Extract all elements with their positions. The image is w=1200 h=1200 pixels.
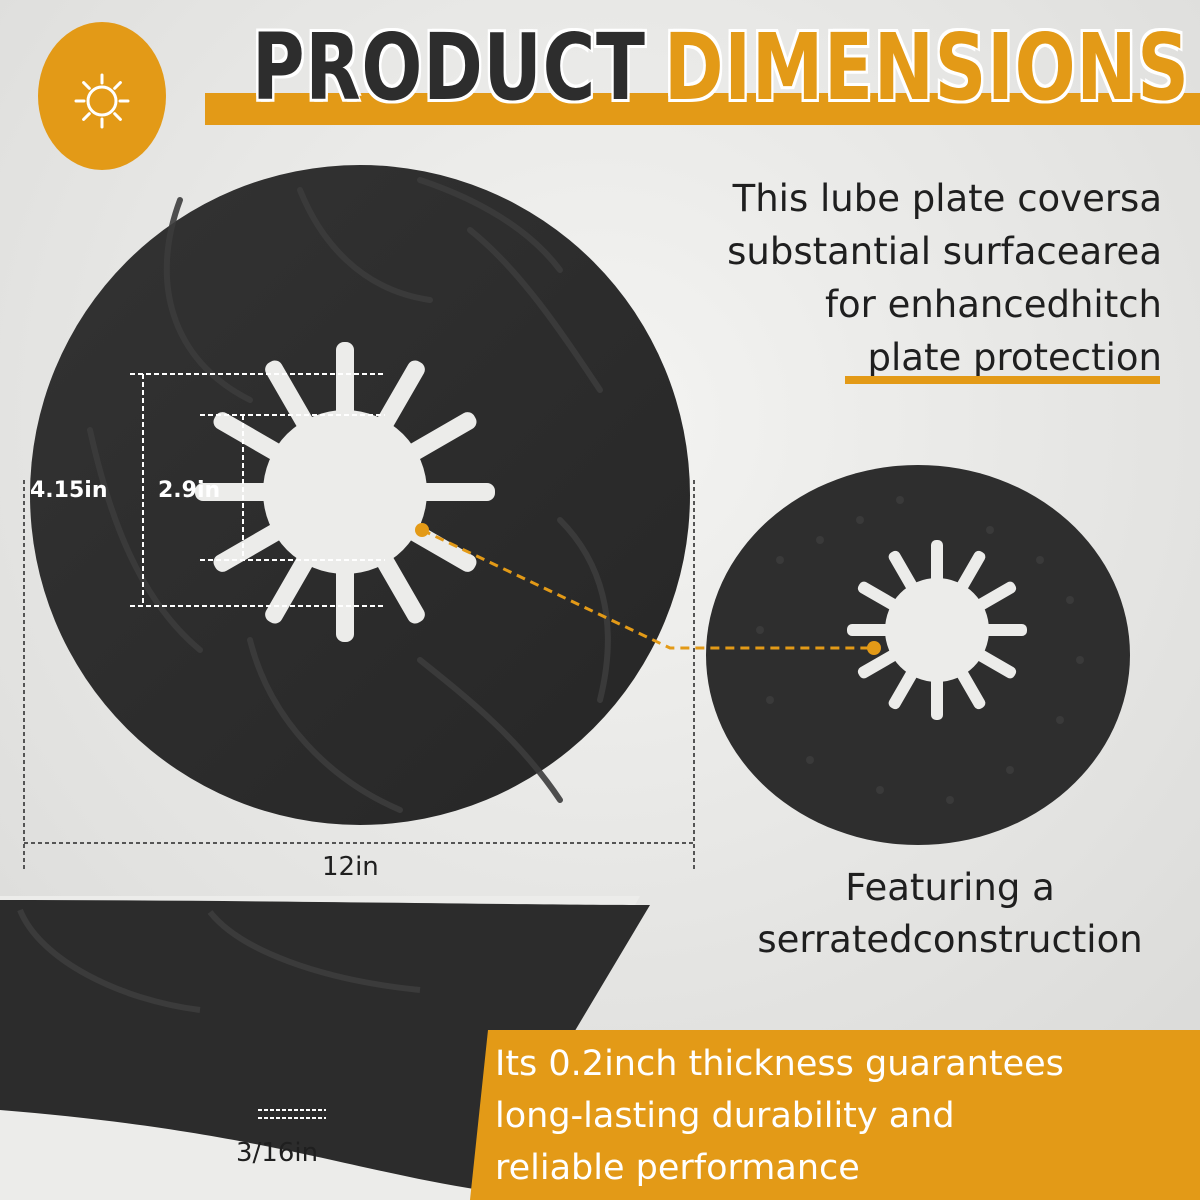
feature-text: Featuring a serratedconstruction xyxy=(690,862,1200,966)
description-line: for enhancedhitch xyxy=(824,283,1162,326)
thickness-panel xyxy=(470,1030,1200,1200)
header-accent-bar xyxy=(205,93,1200,125)
thickness-dimension: 3/16in xyxy=(236,1138,319,1168)
description-line: plate protection xyxy=(867,336,1162,379)
outer-hole-dimension: 4.15in xyxy=(30,478,108,503)
description-line: This lube plate coversa xyxy=(732,177,1162,220)
thickness-line: long-lasting durability and xyxy=(495,1096,955,1136)
gear-badge xyxy=(38,22,166,170)
thickness-note: Its 0.2inch thickness guarantees long-la… xyxy=(495,1038,1185,1194)
description-underline xyxy=(845,376,1160,384)
thickness-lines xyxy=(258,1109,326,1119)
title-dimensions: DIMENSIONS xyxy=(664,14,1190,121)
feature-line: serratedconstruction xyxy=(757,918,1143,961)
thickness-line: reliable performance xyxy=(495,1148,860,1188)
inner-hole-dimension: 2.9in xyxy=(158,478,221,503)
connector-line xyxy=(415,523,881,655)
thickness-line: Its 0.2inch thickness guarantees xyxy=(495,1044,1064,1084)
description-text: This lube plate coversa substantial surf… xyxy=(602,172,1162,384)
gear-icon xyxy=(74,73,130,129)
title-product: PRODUCT xyxy=(252,14,646,121)
diameter-line xyxy=(23,480,695,870)
description-line: substantial surfacearea xyxy=(727,230,1162,273)
diameter-dimension: 12in xyxy=(322,852,379,882)
feature-line: Featuring a xyxy=(845,866,1055,909)
dimension-lines xyxy=(130,373,385,607)
